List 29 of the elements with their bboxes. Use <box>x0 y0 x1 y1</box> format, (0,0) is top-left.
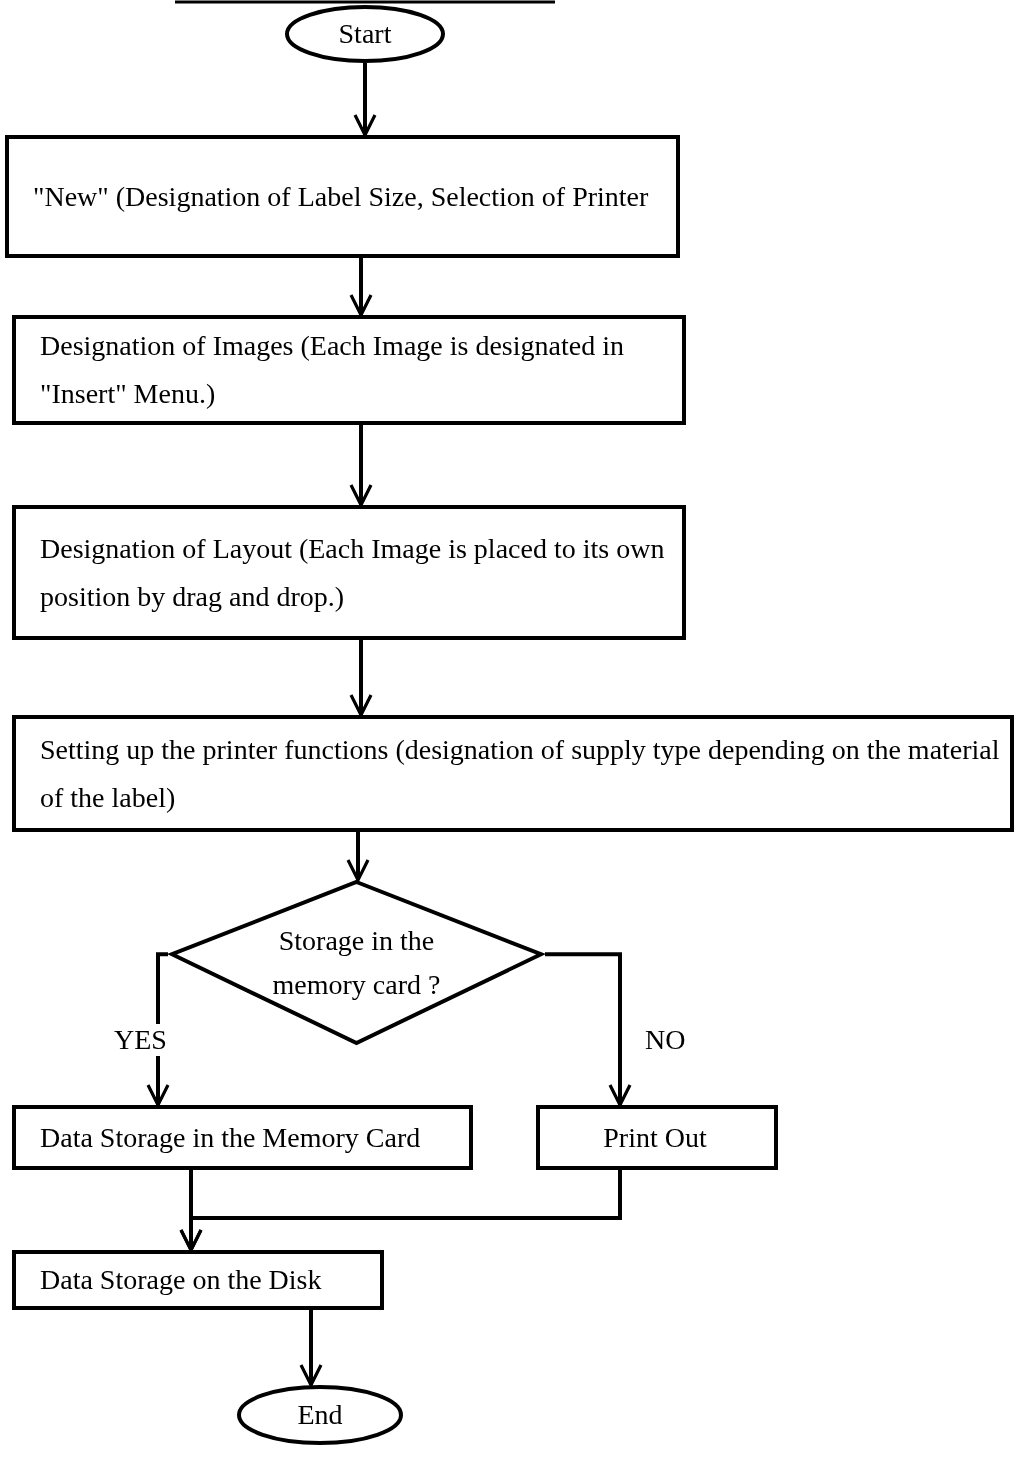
process-box <box>12 715 1014 832</box>
decision-diamond <box>170 880 543 1045</box>
step-text: Data Storage on the Disk <box>40 1263 322 1297</box>
terminal-ellipse <box>237 1385 403 1445</box>
step-text: Data Storage in the Memory Card <box>40 1120 421 1155</box>
step-text: Setting up the printer functions (designation of supply type depending on the material of the label) <box>40 732 1000 815</box>
edge-label: YES <box>112 1024 169 1056</box>
process-box <box>12 1250 384 1310</box>
process-box <box>5 135 680 258</box>
step-text: Designation of Layout (Each Image is placed to its own position by drag and drop.) <box>40 531 666 614</box>
step-text: End <box>297 1398 343 1432</box>
arrow <box>299 1310 323 1387</box>
arrow <box>349 640 373 717</box>
decision-text: Storage in the memory card ? <box>271 923 442 1002</box>
arrow <box>179 1170 622 1252</box>
arrow <box>349 258 373 317</box>
step-text: Print Out <box>603 1120 707 1155</box>
arrow <box>349 425 373 507</box>
terminal-ellipse <box>285 5 445 63</box>
process-box <box>12 315 686 425</box>
step-text: Designation of Images (Each Image is designated in "Insert" Menu.) <box>40 329 625 411</box>
arrow <box>346 832 370 882</box>
step-text: "New" (Designation of Label Size, Selection of Printer <box>33 179 649 214</box>
step-text: Start <box>338 17 392 51</box>
process-box <box>536 1105 778 1170</box>
process-box <box>12 505 686 640</box>
arrow <box>353 63 377 137</box>
arrow <box>545 952 632 1107</box>
process-box <box>12 1105 473 1170</box>
